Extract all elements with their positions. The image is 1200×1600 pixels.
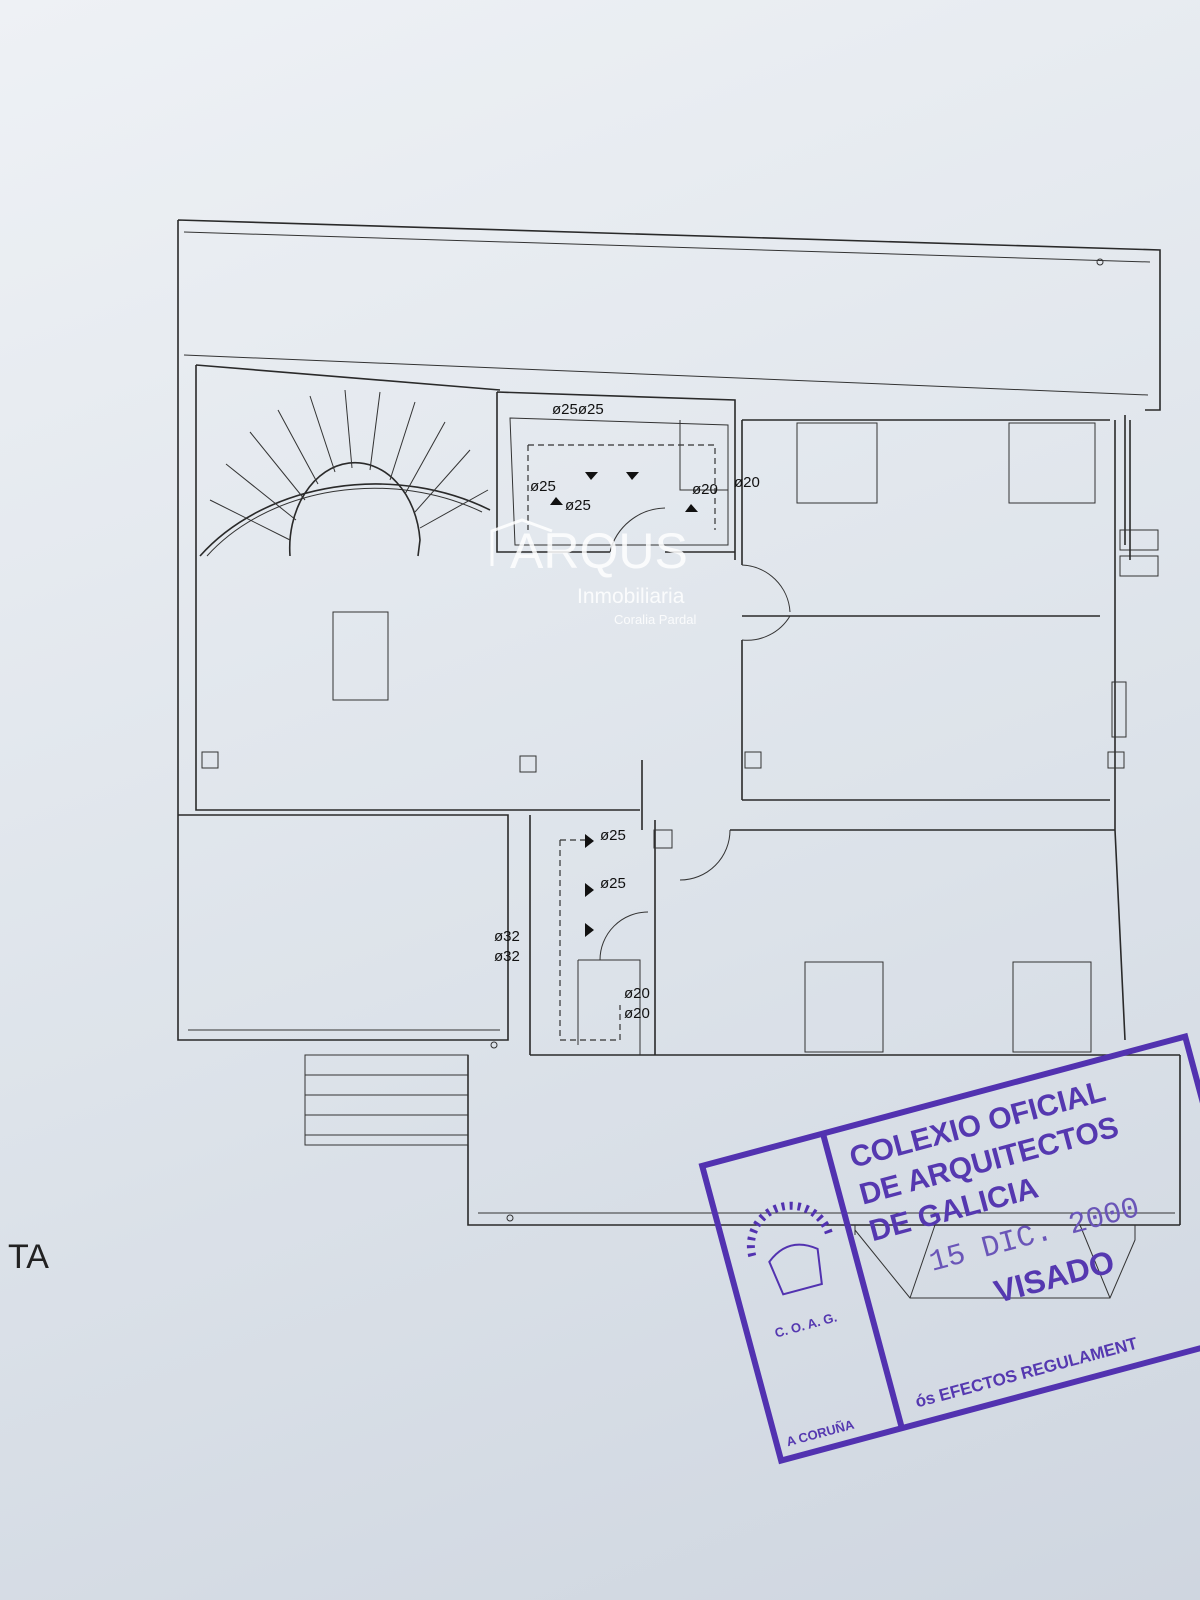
pipe-label: ø20	[624, 1005, 650, 1022]
plan-title-fragment: TA	[8, 1238, 49, 1276]
exterior-wall-top	[177, 219, 1161, 411]
svg-text:C. O. A. G.: C. O. A. G.	[773, 1310, 839, 1341]
pipe-label: ø20	[624, 985, 650, 1002]
watermark: ARQUS Inmobiliaria Coralia Pardal	[490, 518, 696, 627]
pipe-label: ø25	[600, 875, 626, 892]
pipe-label: ø32	[494, 928, 520, 945]
watermark-agent: Coralia Pardal	[614, 612, 696, 627]
pipe-label: ø32	[494, 948, 520, 965]
entrance-steps	[304, 1054, 469, 1146]
exterior-wall-left	[177, 360, 509, 1041]
pipe-label: ø25	[600, 827, 626, 844]
visado-stamp: C. O. A. G. A CORUÑA COLEXIO OFICIAL DE …	[698, 1032, 1200, 1465]
spiral-staircase	[199, 389, 491, 557]
pipe-label: ø20	[734, 474, 760, 491]
stamp-emblem-icon	[746, 1201, 834, 1296]
arrow-icons	[550, 472, 698, 937]
watermark-subtitle: Inmobiliaria	[577, 585, 685, 608]
pipe-label: ø25	[565, 497, 591, 514]
pipe-label: ø25	[530, 478, 556, 495]
house-logo-icon	[490, 518, 553, 566]
pipe-label: ø25ø25	[552, 401, 604, 418]
watermark-brand: ARQUS	[510, 523, 688, 579]
pipe-label: ø20	[692, 481, 718, 498]
